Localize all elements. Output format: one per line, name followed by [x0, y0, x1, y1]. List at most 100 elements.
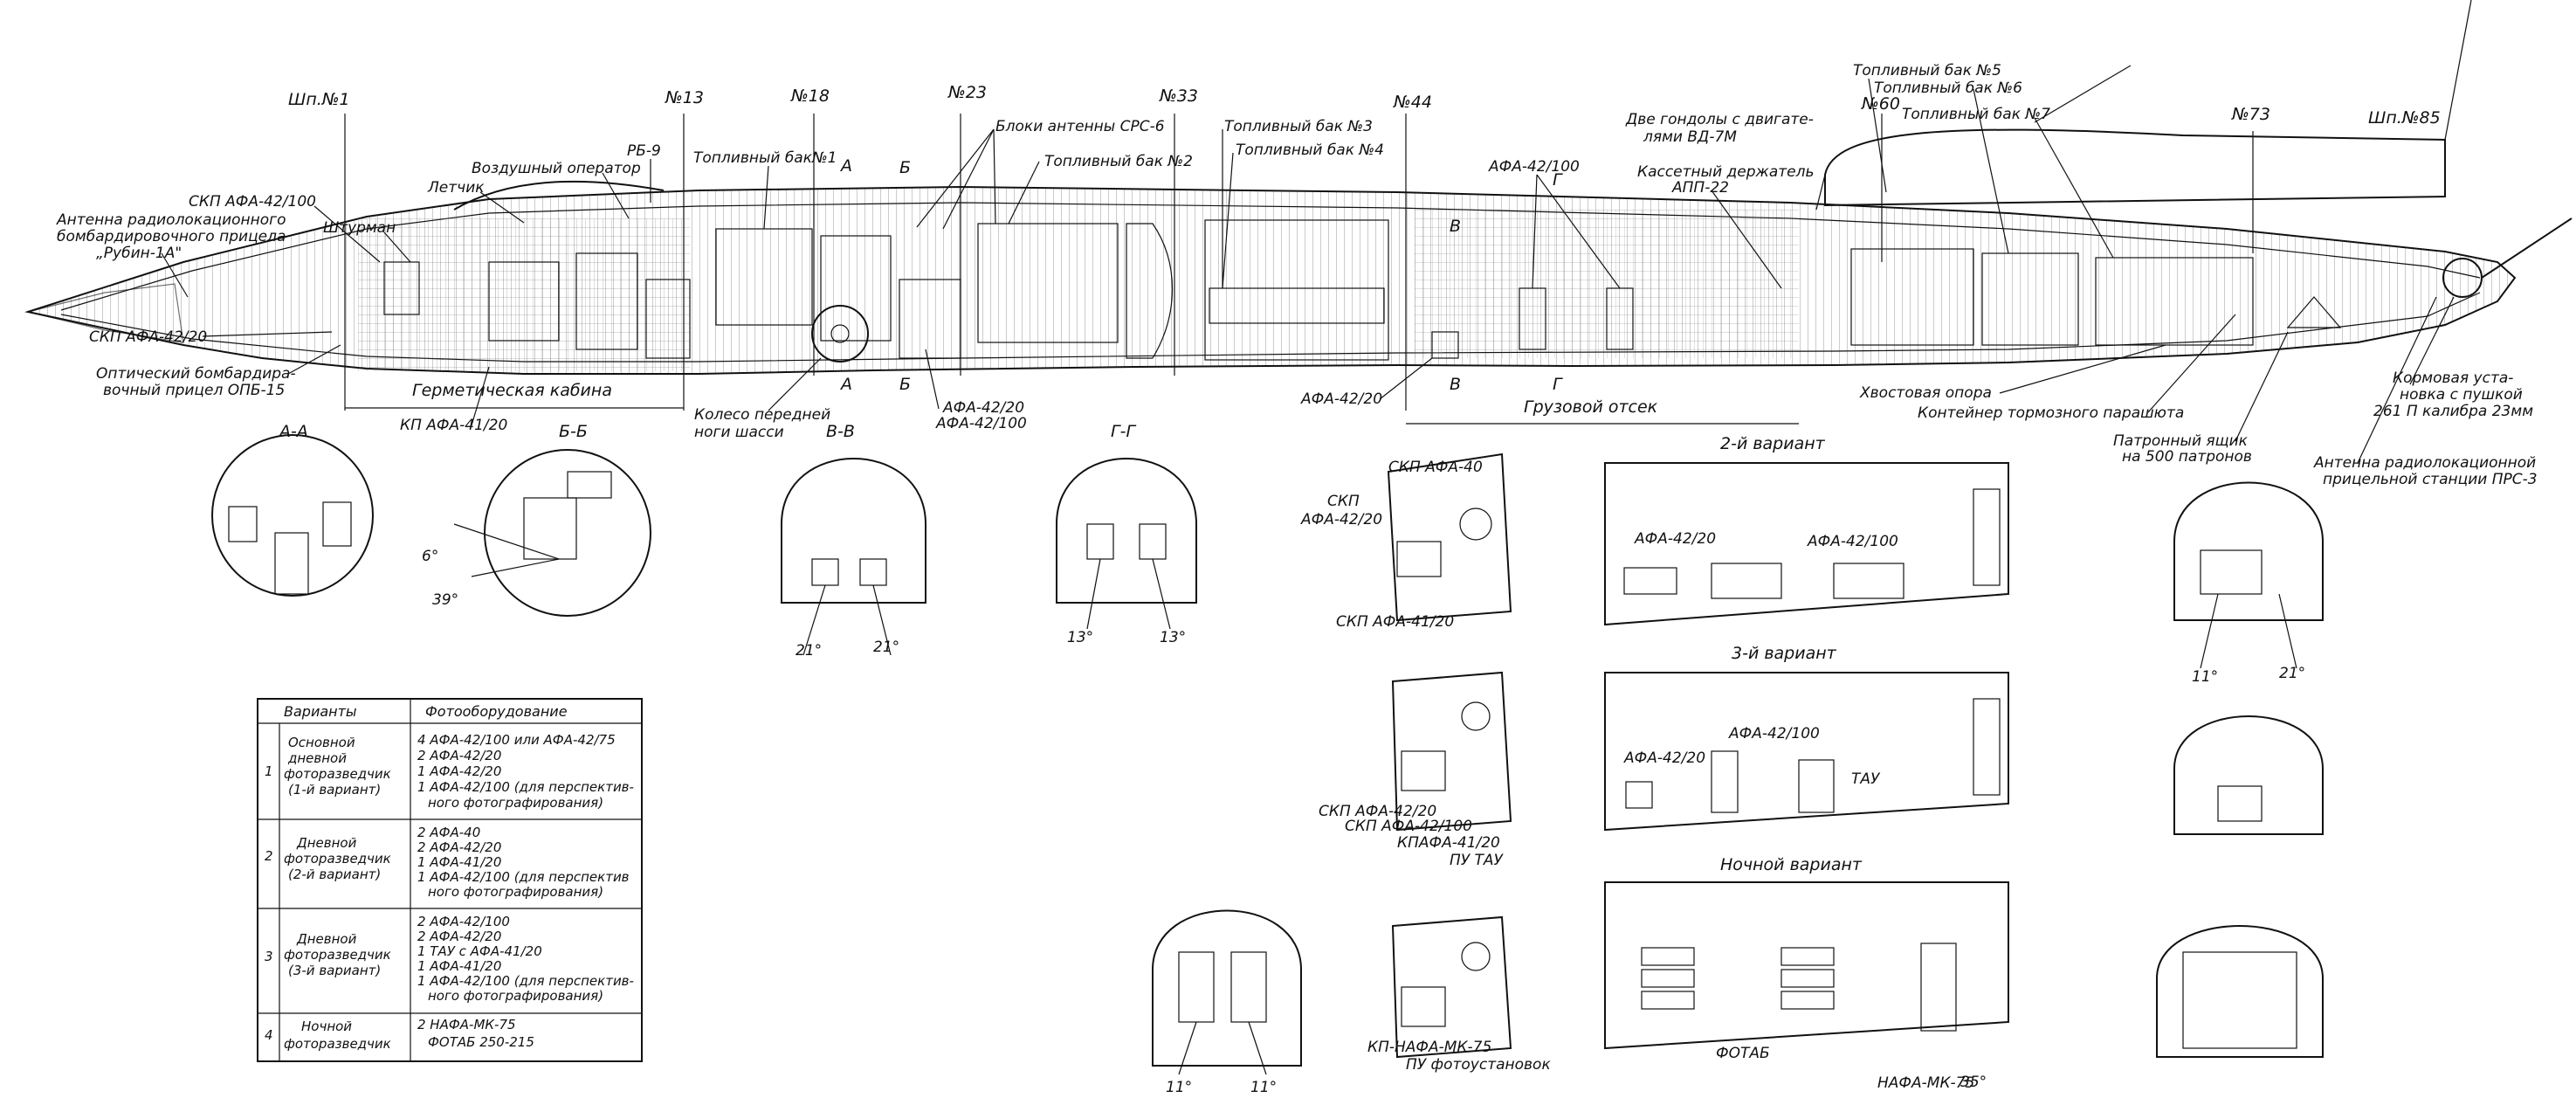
row-4-num: 4 [265, 1027, 273, 1043]
svg-text:АФА-42/100: АФА-42/100 [1728, 725, 1820, 742]
variant-night: Ночной вариант ФОТАБ НАФА-МК-75 35° [1604, 855, 2009, 1092]
callout-skp-afa-42-20: СКП АФА-42/20 [89, 328, 207, 346]
callout-afa-42-20-mid: АФА-42/20 [942, 399, 1024, 417]
callout-cargo-bay: Грузовой отсек [1524, 397, 1658, 417]
section-aa: А-А [211, 422, 374, 597]
photo-equipment-table: Варианты Фотооборудование 1 Основной дне… [257, 698, 643, 1062]
section-gg: Г-Г 13° 13° [1056, 422, 1197, 646]
cut-v-top: В [1450, 217, 1461, 236]
variant-2: 2-й вариант АФА-42/20 АФА-42/100 [1604, 434, 2009, 626]
svg-text:35°: 35° [1960, 1074, 1987, 1091]
callout-brake-chute: Контейнер тормозного парашюта [1918, 404, 2184, 422]
cut-b-bot: Б [899, 375, 911, 394]
frame-label-18: №18 [790, 86, 830, 106]
svg-text:11°: 11° [1250, 1079, 1277, 1096]
callout-kp-afa-41-20: КП АФА-41/20 [400, 417, 507, 434]
callout-ammo-box: Патронный ящик на 500 патронов [2113, 432, 2252, 466]
row-2-equipment: 2 АФА-40 2 АФА-42/20 1 АФА-41/20 1 АФА-4… [417, 825, 633, 900]
callout-optical-sight: Оптический бомбардира- вочный прицел ОПБ… [96, 365, 300, 399]
callout-pilot: Летчик [427, 179, 485, 197]
callout-fuel-tank-1: Топливный бак№1 [693, 149, 837, 167]
callout-fuel-tank-3: Топливный бак №3 [1224, 118, 1373, 135]
row-3-variant: Дневной фоторазведчик (3-й вариант) [284, 931, 396, 978]
svg-text:11°: 11° [2192, 668, 2218, 686]
variant-3: 3-й вариант АФА-42/20 АФА-42/100 ТАУ [1604, 644, 2009, 832]
svg-text:11°: 11° [1166, 1079, 1192, 1096]
callout-tail-support: Хвостовая опора [1859, 384, 1992, 402]
svg-text:СКП АФА-42/100: СКП АФА-42/100 [1345, 818, 1472, 835]
svg-text:КПАФА-41/20: КПАФА-41/20 [1397, 834, 1500, 852]
callout-radar-antenna: Антенна радиолокационного бомбардировочн… [56, 211, 291, 262]
svg-text:ПУ ТАУ: ПУ ТАУ [1450, 852, 1505, 869]
svg-text:2-й вариант: 2-й вариант [1720, 434, 1826, 453]
table-header-equipment: Фотооборудование [425, 703, 568, 720]
callout-fuel-tank-2: Топливный бак №2 [1044, 153, 1193, 170]
frame-label-60: №60 [1861, 94, 1900, 114]
callout-tail-turret: Кормовая уста- новка с пушкой 261 П кали… [2373, 369, 2533, 420]
svg-text:АФА-42/20: АФА-42/20 [1300, 511, 1382, 528]
section-rear-3 [2156, 925, 2324, 1058]
table-header-variants: Варианты [284, 703, 357, 720]
callout-afa-42-100-mid: АФА-42/100 [935, 415, 1027, 432]
row-1-num: 1 [265, 763, 273, 779]
frame-label-13: №13 [665, 88, 704, 107]
cut-a-bot: А [839, 375, 852, 394]
frame-label-44: №44 [1393, 93, 1432, 112]
cabin-view-1: СКП АФА-40 СКП АФА-42/20 СКП АФА-41/20 [1300, 452, 1512, 631]
cut-g-bot: Г [1553, 375, 1563, 394]
svg-text:ТАУ: ТАУ [1851, 770, 1881, 788]
svg-text:СКП: СКП [1327, 493, 1360, 510]
svg-text:3-й вариант: 3-й вариант [1732, 644, 1837, 663]
cut-b-top: Б [899, 158, 911, 177]
callout-skp-afa-42-100: СКП АФА-42/100 [189, 193, 316, 211]
svg-text:6°: 6° [422, 548, 438, 565]
callout-fuel-tank-7: Топливный бак №7 [1902, 106, 2050, 123]
svg-text:21°: 21° [796, 642, 822, 659]
callout-antenna-blocks: Блоки антенны СРС-6 [995, 118, 1165, 135]
svg-text:А-А: А-А [278, 422, 308, 441]
cabin-view-2: СКП АФА-42/20 СКП АФА-42/100 КПАФА-41/20… [1319, 671, 1512, 869]
svg-text:НАФА-МК-75: НАФА-МК-75 [1877, 1074, 1974, 1092]
callout-cassette-holder: Кассетный держатель АПП-22 [1637, 163, 1819, 197]
svg-text:СКП АФА-41/20: СКП АФА-41/20 [1336, 613, 1454, 631]
frame-label-1: Шп.№1 [288, 90, 350, 109]
callout-fuel-tank-6: Топливный бак №6 [1874, 79, 2022, 97]
cut-v-bot: В [1450, 375, 1461, 394]
svg-text:21°: 21° [2279, 665, 2305, 682]
callout-engines: Две гондолы с двигате- лями ВД-7М [1625, 111, 1818, 146]
main-callouts: Антенна радиолокационного бомбардировочн… [56, 62, 2541, 488]
callout-fuel-tank-5: Топливный бак №5 [1853, 62, 2001, 79]
cut-g-top: Г [1553, 170, 1563, 190]
svg-text:Г-Г: Г-Г [1111, 422, 1136, 441]
svg-text:13°: 13° [1067, 629, 1093, 646]
svg-text:21°: 21° [873, 639, 899, 656]
frame-label-23: №23 [947, 83, 987, 102]
frame-label-73: №73 [2231, 105, 2270, 124]
svg-text:Б-Б: Б-Б [559, 422, 588, 441]
svg-text:АФА-42/20: АФА-42/20 [1634, 530, 1716, 548]
section-bottom: 11° 11° [1152, 909, 1302, 1096]
callout-afa-42-100-bay: АФА-42/100 [1488, 158, 1580, 176]
svg-text:13°: 13° [1160, 629, 1186, 646]
row-3-equipment: 2 АФА-42/100 2 АФА-42/20 1 ТАУ с АФА-41/… [417, 914, 638, 1004]
section-vv: В-В 21° 21° [781, 422, 926, 659]
cut-a-top: А [839, 156, 852, 176]
section-rear: 11° 21° [2173, 481, 2324, 686]
callout-afa-42-20-bay: АФА-42/20 [1300, 390, 1382, 408]
section-rear-2 [2173, 715, 2324, 835]
row-4-variant: Ночной фоторазведчик [284, 1019, 391, 1052]
callout-fuel-tank-4: Топливный бак №4 [1236, 142, 1384, 159]
row-3-num: 3 [265, 949, 273, 964]
cabin-view-3: КП-НАФА-МК-75 ПУ фотоустановок [1367, 915, 1551, 1074]
row-1-equipment: 4 АФА-42/100 или АФА-42/75 2 АФА-42/20 1… [417, 732, 638, 811]
svg-text:СКП АФА-40: СКП АФА-40 [1388, 459, 1483, 476]
callout-radar-prs3: Антенна радиолокационной прицельной стан… [2313, 454, 2541, 488]
callout-rb9: РБ-9 [627, 142, 661, 160]
svg-text:39°: 39° [432, 591, 458, 609]
svg-text:КП-НАФА-МК-75: КП-НАФА-МК-75 [1367, 1039, 1491, 1056]
callout-pressurized-cabin: Герметическая кабина [412, 381, 612, 400]
svg-text:В-В: В-В [826, 422, 855, 441]
row-1-variant: Основной дневной фоторазведчик (1-й вари… [284, 735, 396, 798]
svg-text:АФА-42/20: АФА-42/20 [1623, 749, 1705, 767]
row-2-variant: Дневной фоторазведчик (2-й вариант) [284, 835, 396, 882]
